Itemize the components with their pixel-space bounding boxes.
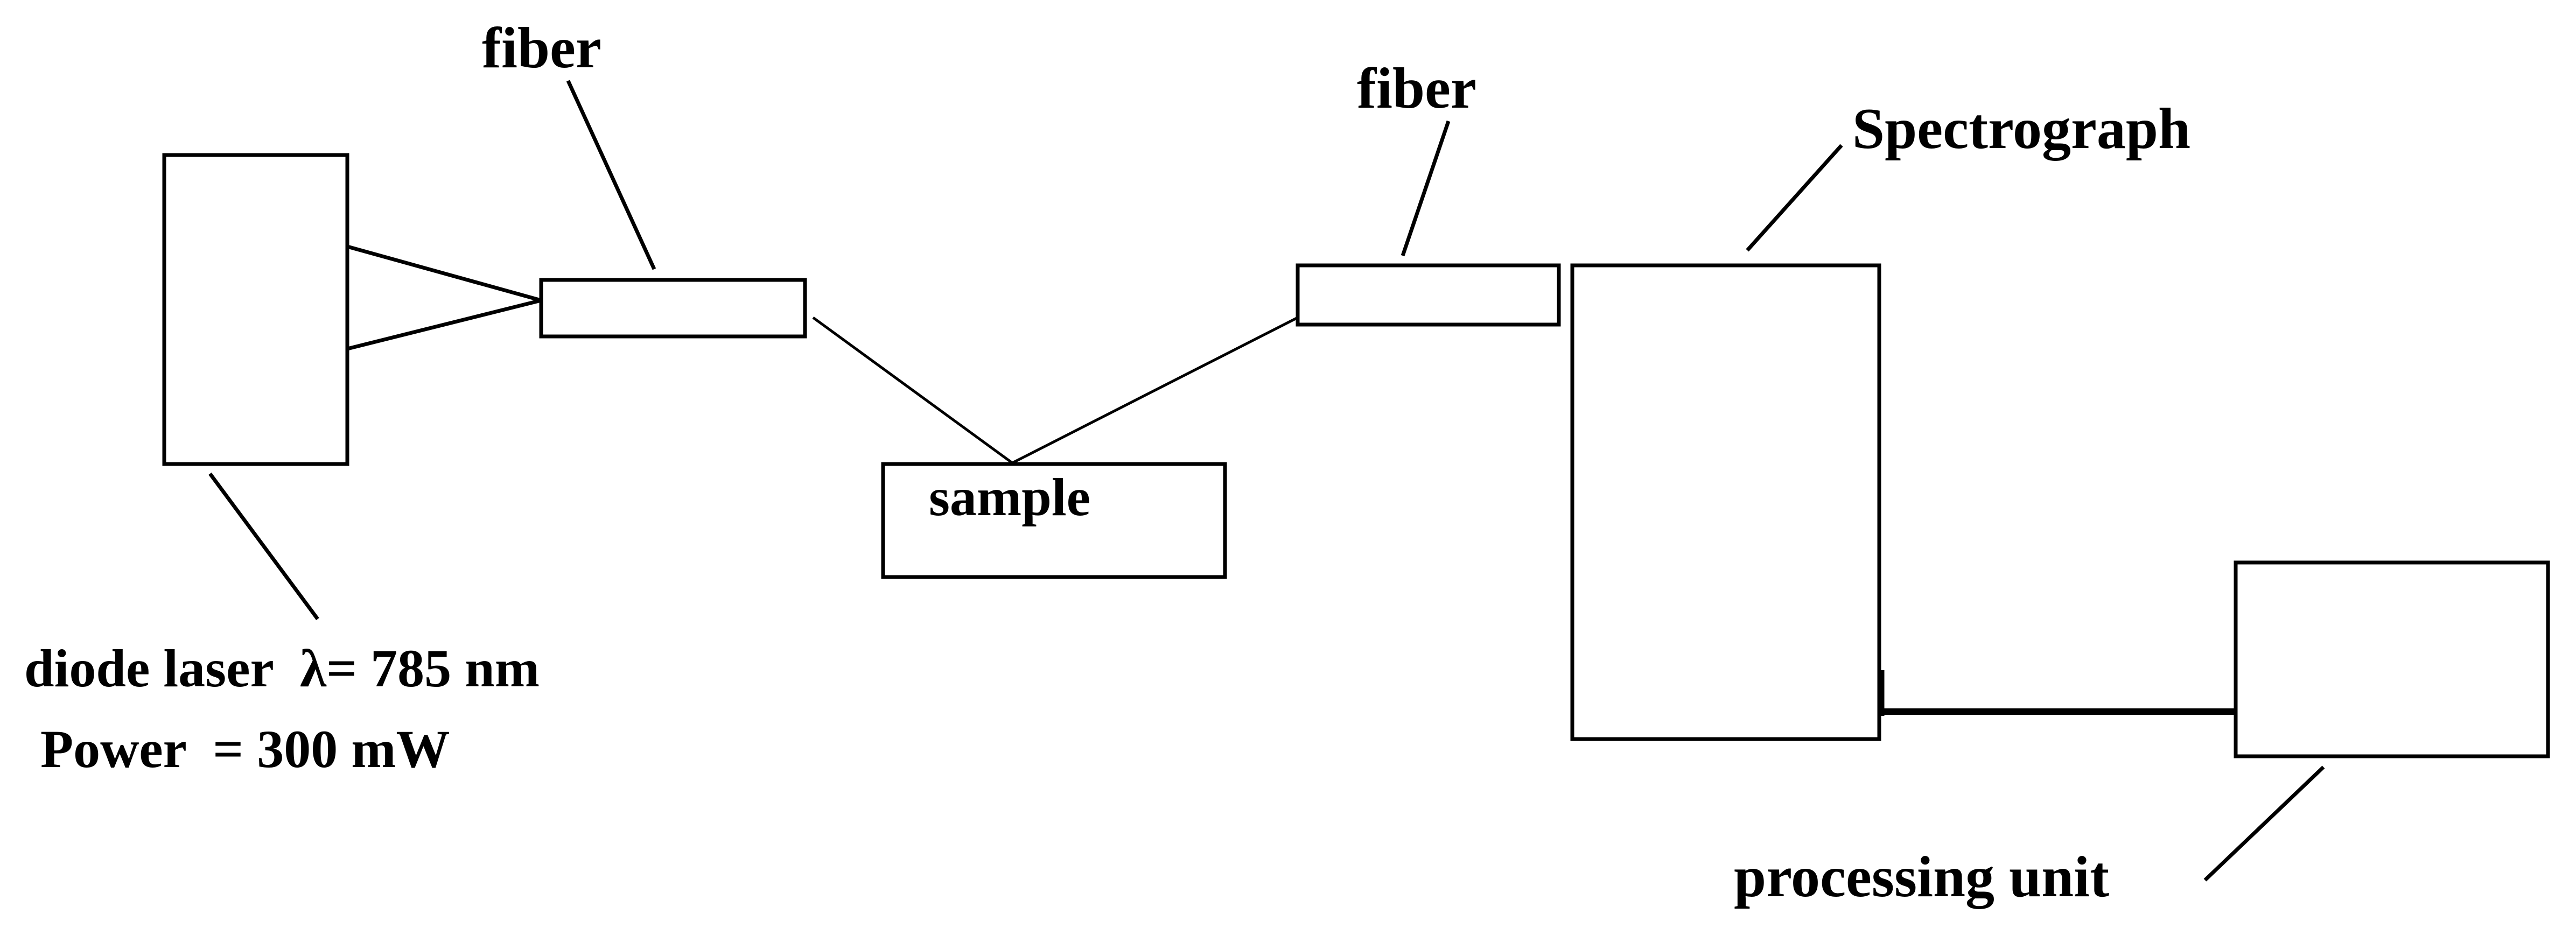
spectrograph-leader bbox=[1746, 144, 1843, 252]
fiber-left-label: fiber bbox=[482, 16, 601, 80]
processing-unit-leader bbox=[2203, 765, 2325, 882]
sample-to-fiber-beam bbox=[1011, 316, 1299, 465]
laser-wavelength-label: diode laser λ= 785 nm bbox=[24, 638, 540, 698]
fiber-left-box bbox=[539, 278, 807, 339]
fiber-right-label: fiber bbox=[1357, 57, 1476, 121]
fiber-left-leader bbox=[566, 80, 656, 270]
processing-unit-box bbox=[2234, 560, 2550, 758]
fiber-right-leader bbox=[1401, 120, 1451, 257]
laser-beam-lower-line bbox=[347, 298, 542, 351]
sample-label: sample bbox=[929, 467, 1090, 527]
laser-power-label: Power = 300 mW bbox=[40, 719, 450, 779]
laser-beam-upper-line bbox=[347, 244, 542, 303]
fiber-right-box bbox=[1296, 263, 1561, 327]
diode-laser-box bbox=[162, 153, 349, 466]
spectrograph-box bbox=[1570, 263, 1881, 741]
sample-box bbox=[881, 462, 1227, 579]
spectrograph-label: Spectrograph bbox=[1852, 97, 2190, 161]
laser-label-leader bbox=[208, 472, 319, 621]
processing-unit-label: processing unit bbox=[1734, 845, 2109, 909]
fiber-to-sample-beam bbox=[812, 316, 1013, 465]
